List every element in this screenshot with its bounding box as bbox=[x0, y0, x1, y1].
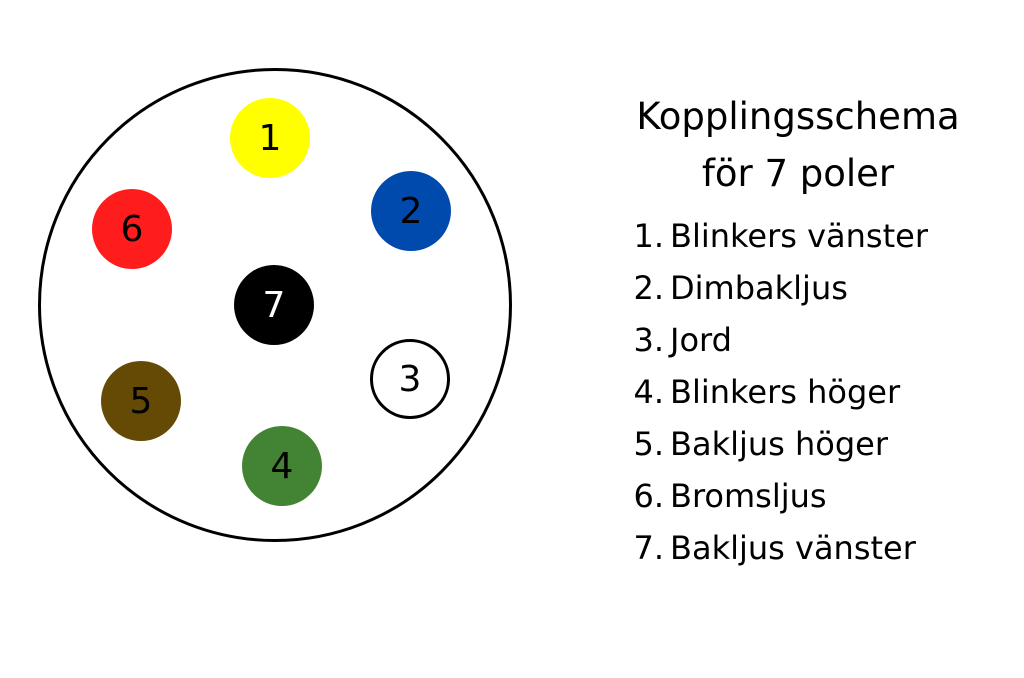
diagram-title: Kopplingsschema för 7 poler bbox=[600, 88, 996, 202]
pin-1: 1 bbox=[230, 98, 310, 178]
pin-4: 4 bbox=[242, 426, 322, 506]
title-line-1: Kopplingsschema bbox=[636, 95, 960, 138]
legend-number: 6. bbox=[633, 477, 664, 515]
legend-text: Bromsljus bbox=[670, 477, 827, 515]
title-line-2: för 7 poler bbox=[701, 152, 895, 195]
legend-text: Jord bbox=[670, 321, 732, 359]
legend-text: Blinkers höger bbox=[670, 373, 901, 411]
legend-text: Dimbakljus bbox=[670, 269, 848, 307]
pin-2: 2 bbox=[371, 171, 451, 251]
legend-number: 4. bbox=[633, 373, 664, 411]
connector-outline bbox=[38, 68, 512, 542]
legend-item: 5.Bakljus höger bbox=[620, 418, 928, 470]
legend-number: 3. bbox=[633, 321, 664, 359]
legend-item: 2.Dimbakljus bbox=[620, 262, 928, 314]
pin-5: 5 bbox=[101, 361, 181, 441]
legend-item: 4.Blinkers höger bbox=[620, 366, 928, 418]
legend-item: 3.Jord bbox=[620, 314, 928, 366]
legend-text: Blinkers vänster bbox=[670, 217, 928, 255]
legend-item: 7.Bakljus vänster bbox=[620, 522, 928, 574]
pin-7: 7 bbox=[234, 265, 314, 345]
legend-item: 6.Bromsljus bbox=[620, 470, 928, 522]
pin-3: 3 bbox=[370, 339, 450, 419]
legend-number: 2. bbox=[633, 269, 664, 307]
legend-number: 5. bbox=[633, 425, 664, 463]
legend-number: 7. bbox=[633, 529, 664, 567]
legend-text: Bakljus vänster bbox=[670, 529, 916, 567]
pin-legend: 1.Blinkers vänster 2.Dimbakljus 3.Jord 4… bbox=[620, 210, 928, 574]
legend-text: Bakljus höger bbox=[670, 425, 889, 463]
legend-number: 1. bbox=[633, 217, 664, 255]
legend-item: 1.Blinkers vänster bbox=[620, 210, 928, 262]
pin-6: 6 bbox=[92, 189, 172, 269]
